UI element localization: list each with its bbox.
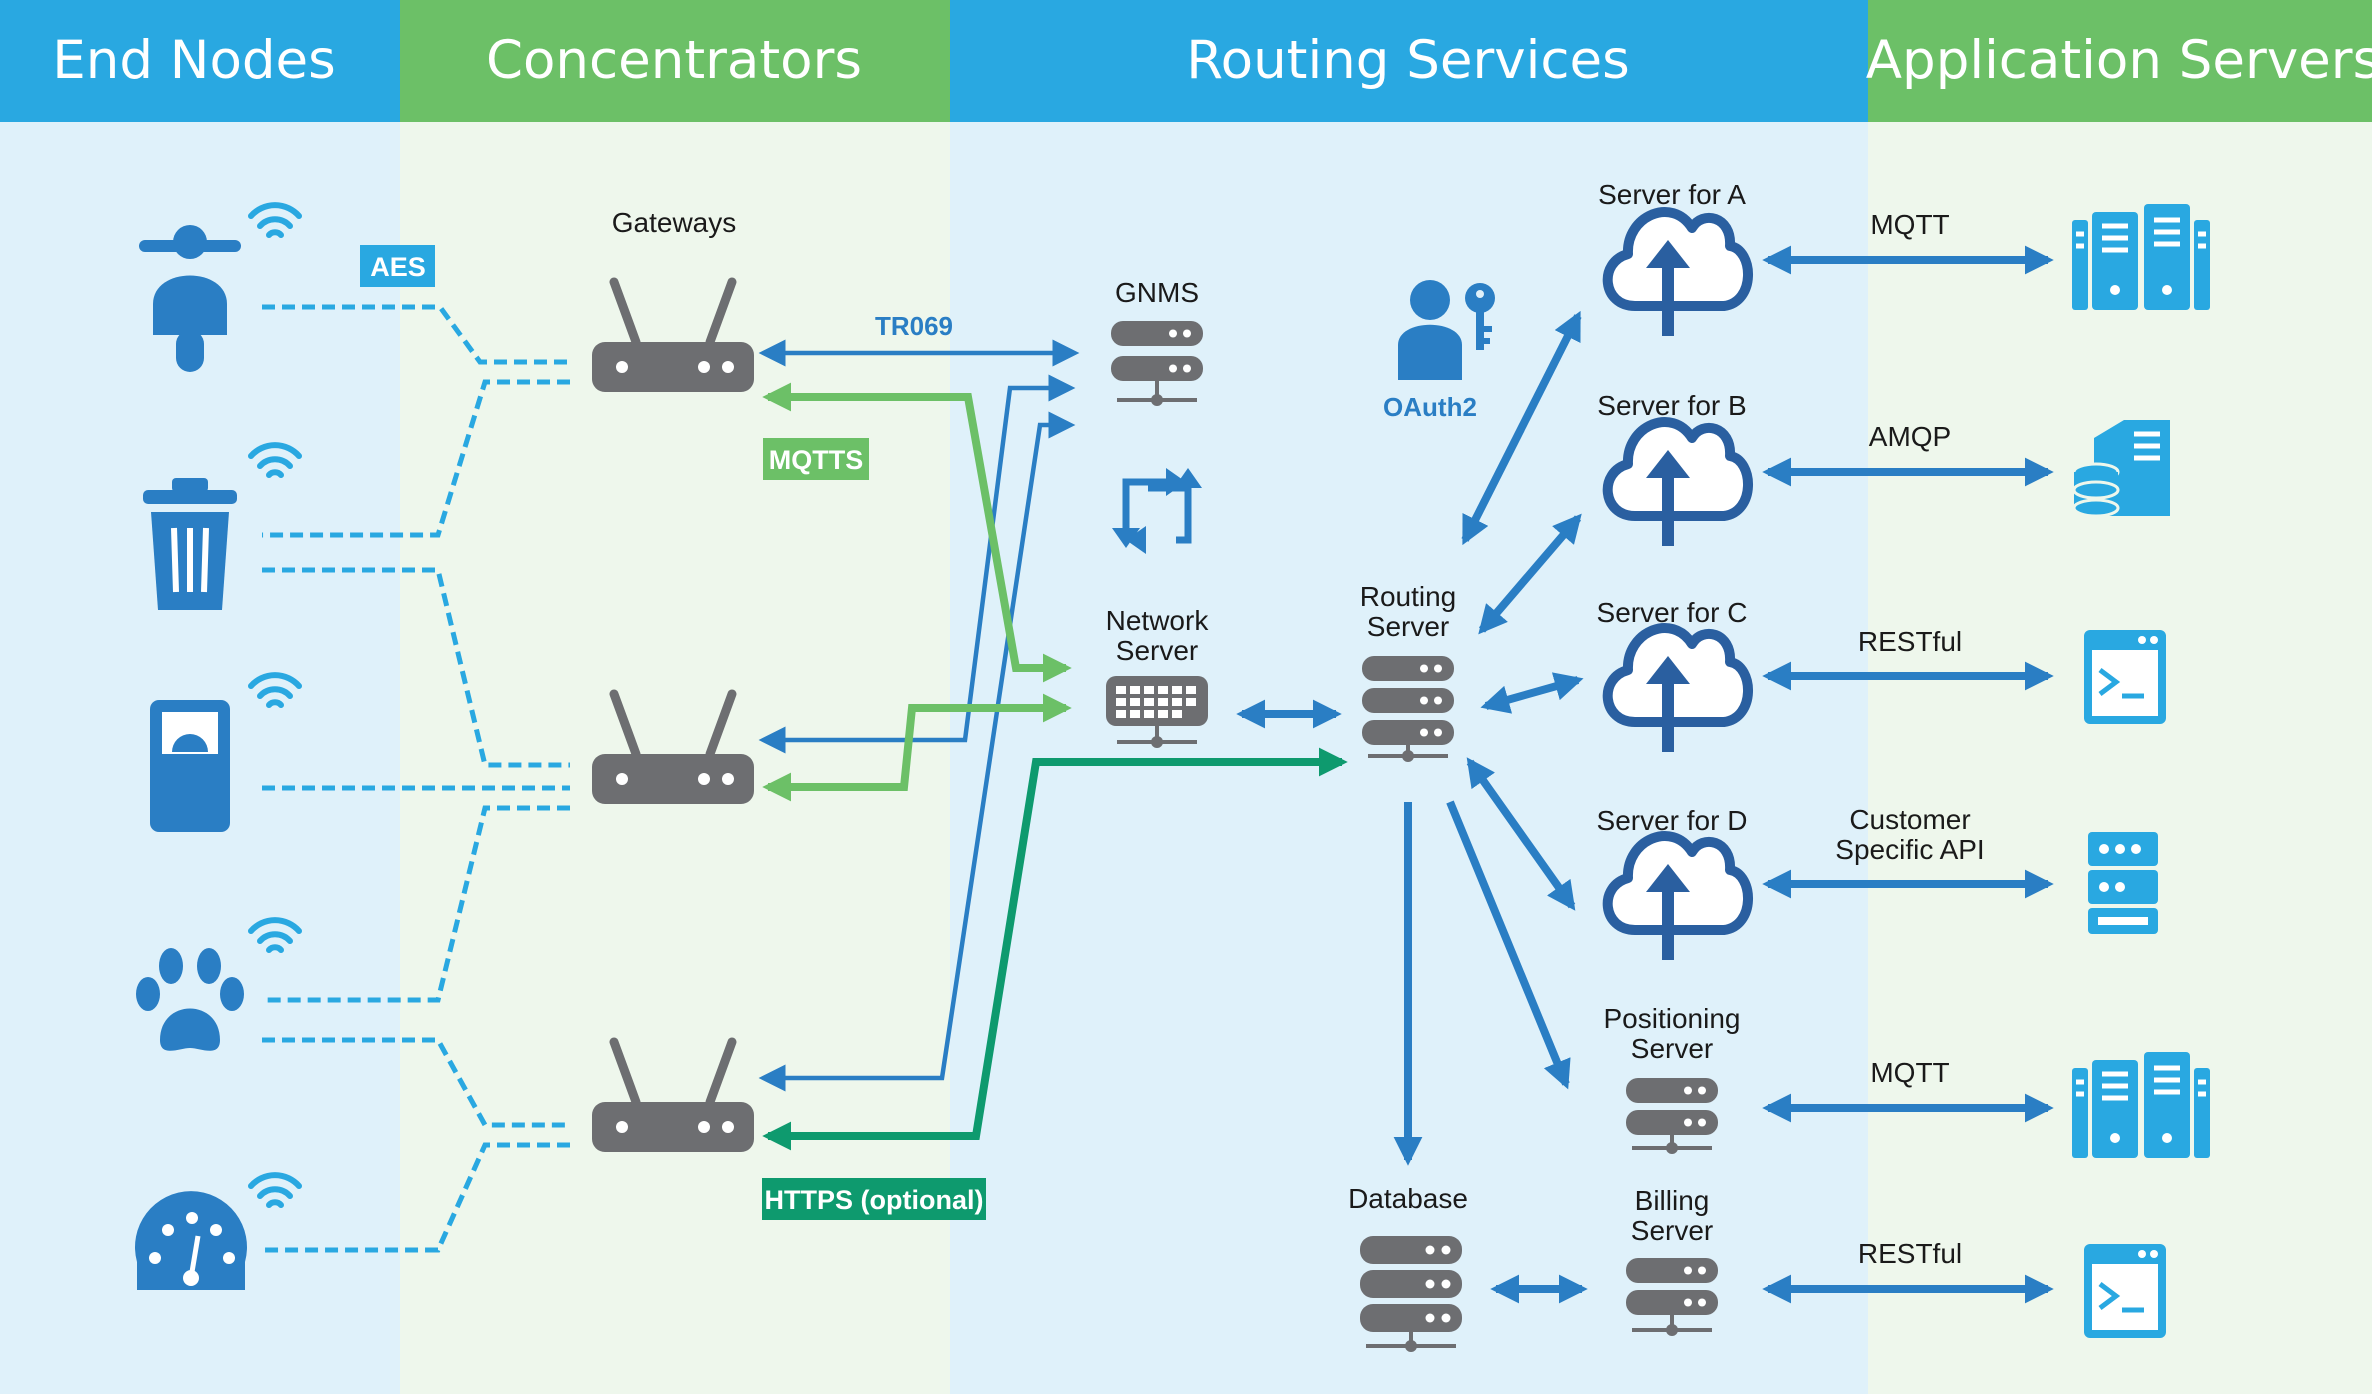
- https-tag-label: HTTPS (optional): [765, 1185, 984, 1215]
- gnms-server-icon: [1111, 321, 1203, 406]
- positioning-server-label-2: Server: [1631, 1033, 1713, 1064]
- meter-device-icon: [150, 675, 299, 832]
- billing-server-label-2: Server: [1631, 1215, 1713, 1246]
- protocol-d-label-1: Customer: [1849, 804, 1970, 835]
- aes-tag-label: AES: [370, 252, 426, 282]
- tr069-label: TR069: [875, 311, 953, 341]
- routing-server-icon: [1362, 656, 1454, 762]
- application-servers-header: [1868, 0, 2372, 122]
- routing-server-label-2: Server: [1367, 611, 1449, 642]
- end-nodes-header: [0, 0, 400, 122]
- end-nodes-title: End Nodes: [52, 30, 336, 91]
- routing-services-title: Routing Services: [1186, 30, 1630, 91]
- positioning-server-icon: [1626, 1078, 1718, 1154]
- protocol-c-label: RESTful: [1858, 626, 1962, 657]
- protocol-b-label: AMQP: [1869, 421, 1951, 452]
- billing-server-icon: [1626, 1258, 1718, 1336]
- protocol-d-label-2: Specific API: [1835, 834, 1984, 865]
- network-server-label-1: Network: [1106, 605, 1210, 636]
- protocol-billing-label: RESTful: [1858, 1238, 1962, 1269]
- gateways-label: Gateways: [612, 207, 737, 238]
- billing-server-label-1: Billing: [1635, 1185, 1710, 1216]
- app-server-database-icon: [2072, 420, 2170, 518]
- end-node-links: [262, 304, 570, 1253]
- https-tag: [762, 1178, 986, 1220]
- concentrators-title: Concentrators: [486, 30, 862, 91]
- network-server-icon: [1106, 676, 1208, 748]
- scooter-icon: [139, 205, 299, 372]
- app-server-panel-icon: [2088, 832, 2158, 934]
- https-link: [762, 747, 1348, 1151]
- server-b-label: Server for B: [1597, 390, 1746, 421]
- application-servers-column-bg: [1868, 122, 2372, 1394]
- database-label: Database: [1348, 1183, 1468, 1214]
- sync-icon: [1112, 468, 1202, 554]
- app-server-terminal-icon-2: [2084, 1244, 2166, 1338]
- server-c-label: Server for C: [1597, 597, 1748, 628]
- paw-print-icon: [136, 920, 299, 1051]
- routing-connections: [1393, 310, 1584, 1166]
- server-a-label: Server for A: [1598, 179, 1746, 210]
- gnms-label: GNMS: [1115, 277, 1199, 308]
- positioning-server-label-1: Positioning: [1604, 1003, 1741, 1034]
- routing-server-label-1: Routing: [1360, 581, 1457, 612]
- trash-bin-icon: [143, 445, 299, 610]
- mqtts-tag: [763, 438, 869, 480]
- oauth2-user-icon: [1398, 280, 1462, 380]
- routing-services-header: [950, 0, 1868, 122]
- concentrators-header: [400, 0, 950, 122]
- protocol-links: [1762, 245, 2054, 1304]
- gauge-icon: [135, 1175, 299, 1290]
- mqtts-tag-label: MQTTS: [769, 445, 864, 475]
- application-servers-title: Application Servers: [1866, 30, 2372, 91]
- server-d-label: Server for D: [1597, 805, 1748, 836]
- database-server-icon: [1360, 1236, 1462, 1352]
- network-server-label-2: Server: [1116, 635, 1198, 666]
- oauth2-label: OAuth2: [1383, 392, 1477, 422]
- app-server-terminal-icon: [2084, 630, 2166, 724]
- aes-tag: [360, 245, 435, 287]
- protocol-positioning-label: MQTT: [1870, 1057, 1949, 1088]
- protocol-a-label: MQTT: [1870, 209, 1949, 240]
